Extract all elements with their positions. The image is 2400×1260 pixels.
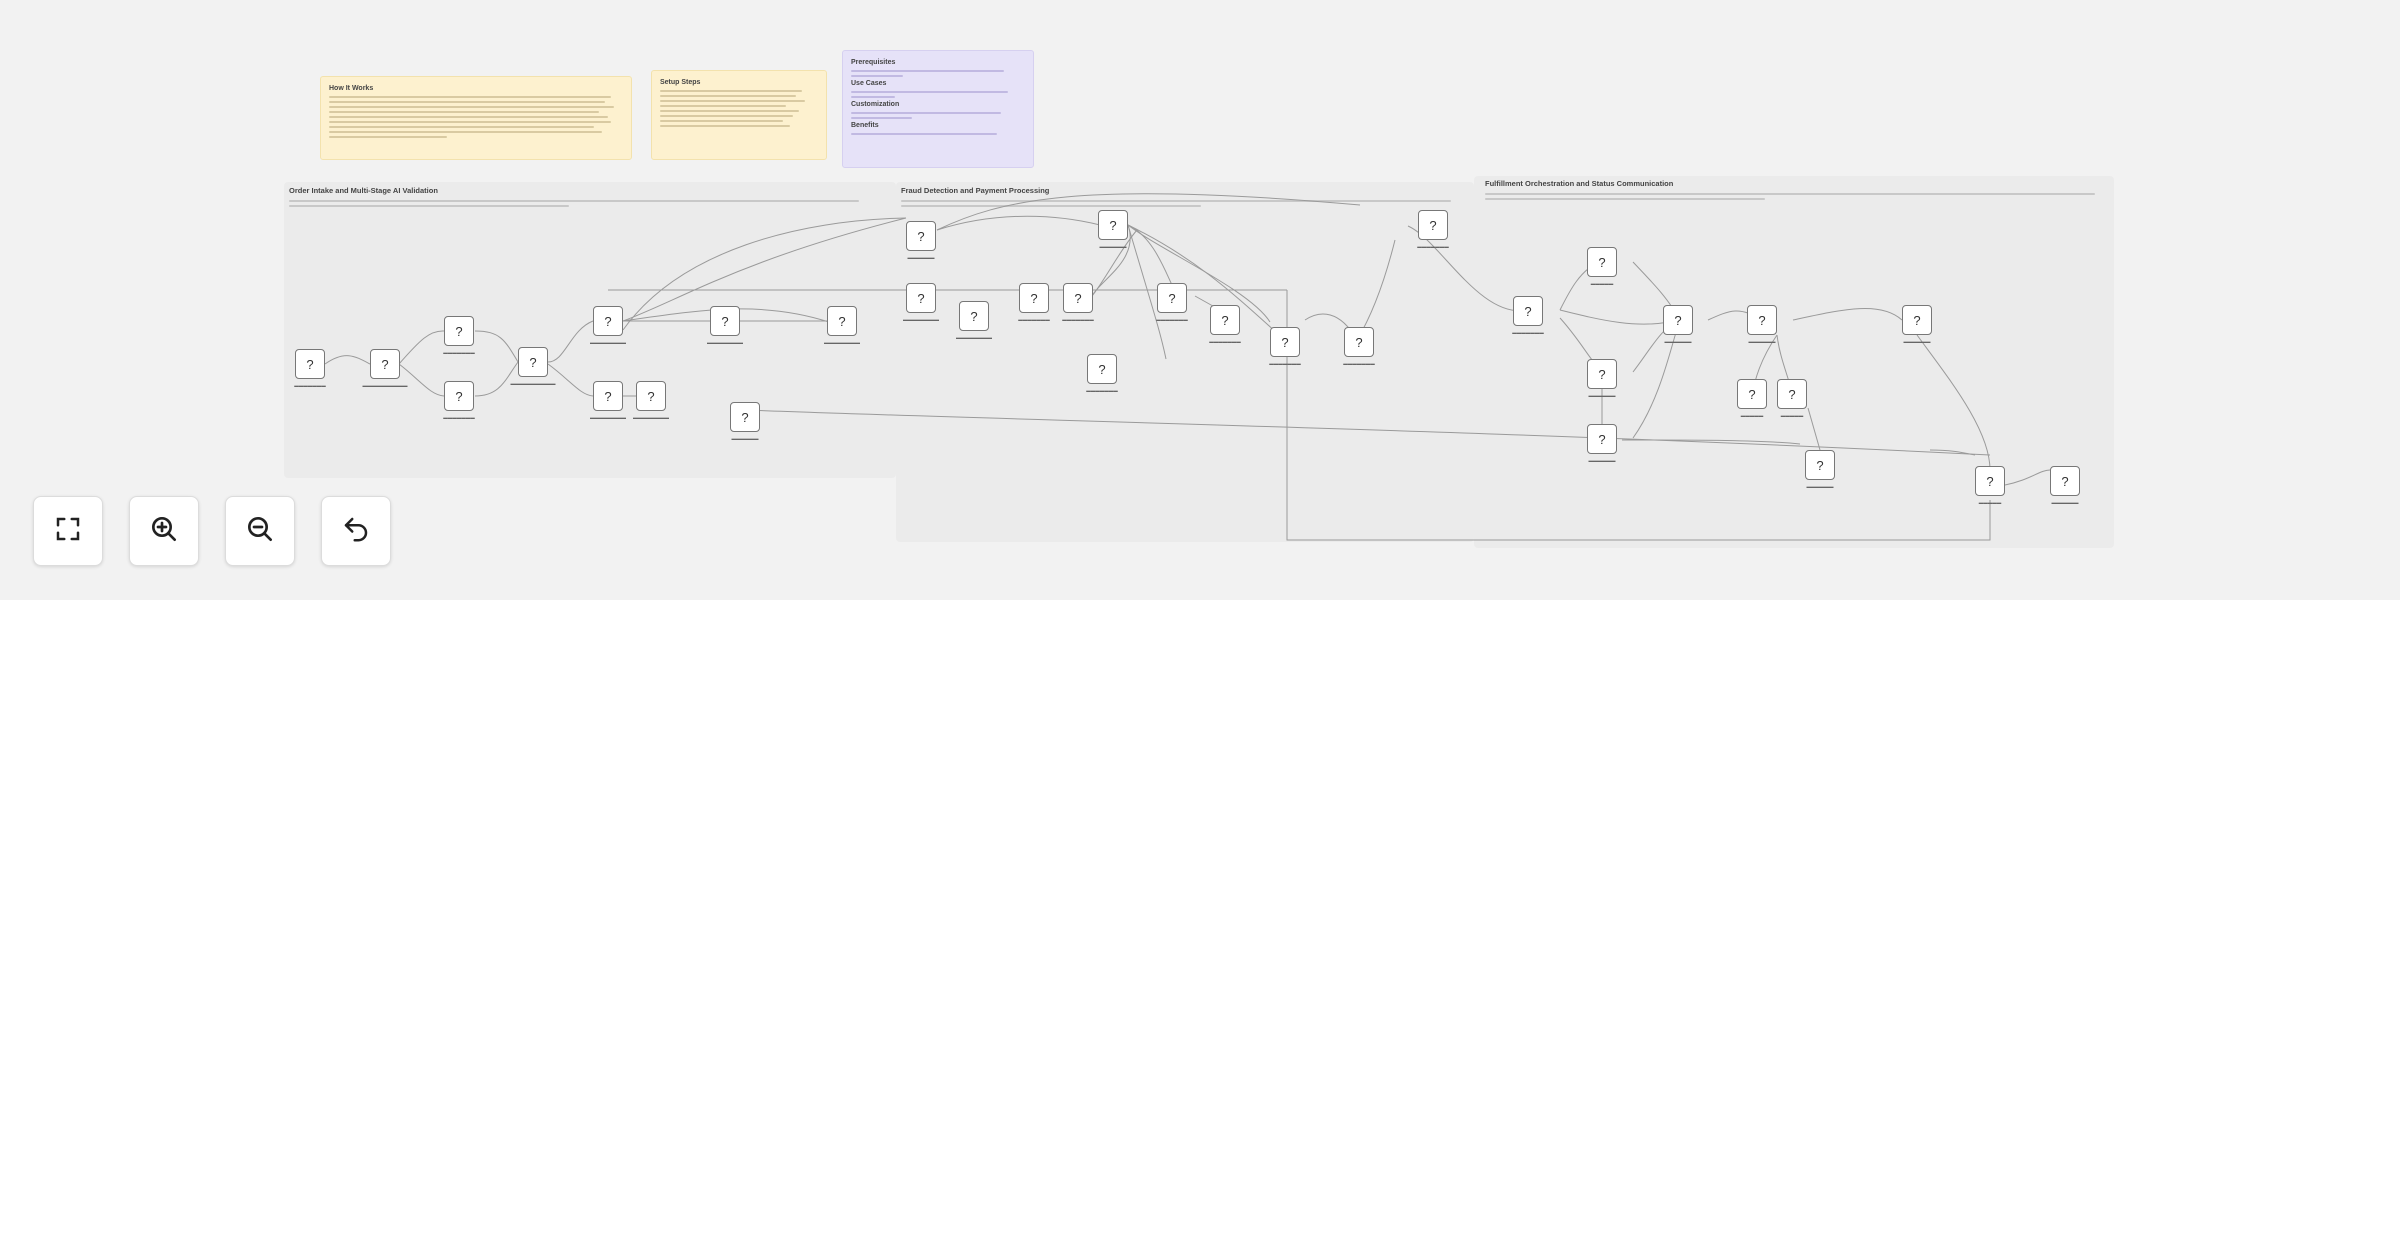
node-label: ▬▬▬▬▬▬▬ — [294, 383, 326, 388]
group-title: Fulfillment Orchestration and Status Com… — [1485, 179, 1674, 188]
group-fulfillment[interactable] — [1474, 176, 2114, 548]
node-label: ▬▬▬▬▬▬ — [731, 436, 759, 441]
node-label: ▬▬▬▬▬▬ — [1588, 393, 1616, 398]
workflow-node[interactable]: ? — [1019, 283, 1049, 313]
node-label: ▬▬▬▬▬▬ — [1664, 339, 1692, 344]
sticky-note-info[interactable]: Prerequisites Use Cases Customization Be… — [842, 50, 1034, 168]
sticky-section-title: Customization — [851, 101, 900, 108]
node-label: ▬▬▬▬▬▬▬▬ — [633, 415, 669, 420]
workflow-node[interactable]: ? — [1418, 210, 1448, 240]
node-label: ▬▬▬▬▬▬▬▬ — [590, 340, 626, 345]
workflow-node[interactable]: ? — [444, 316, 474, 346]
sticky-title: How It Works — [329, 85, 374, 92]
workflow-node[interactable]: ? — [906, 283, 936, 313]
workflow-node[interactable]: ? — [1663, 305, 1693, 335]
node-label: ▬▬▬▬▬ — [1590, 281, 1614, 286]
workflow-node[interactable]: ? — [1975, 466, 2005, 496]
node-label: ▬▬▬▬▬▬▬▬ — [956, 335, 992, 340]
workflow-node[interactable]: ? — [1270, 327, 1300, 357]
zoom-out-button[interactable] — [225, 496, 295, 566]
sticky-section-title: Prerequisites — [851, 59, 896, 66]
node-label: ▬▬▬▬▬▬▬ — [443, 350, 475, 355]
node-label: ▬▬▬▬▬▬▬ — [1343, 361, 1375, 366]
sticky-note-how-it-works[interactable]: How It Works — [320, 76, 632, 160]
workflow-node[interactable]: ? — [1737, 379, 1767, 409]
node-label: ▬▬▬▬▬▬▬ — [1417, 244, 1449, 249]
group-fraud-detection[interactable] — [896, 182, 1474, 542]
node-label: ▬▬▬▬▬▬ — [1748, 339, 1776, 344]
workflow-node[interactable]: ? — [1210, 305, 1240, 335]
node-label: ▬▬▬▬▬▬▬▬ — [824, 340, 860, 345]
workflow-node[interactable]: ? — [1098, 210, 1128, 240]
node-label: ▬▬▬▬▬ — [1780, 413, 1804, 418]
sticky-note-setup-steps[interactable]: Setup Steps — [651, 70, 827, 160]
undo-icon — [341, 514, 371, 549]
workflow-node[interactable]: ? — [593, 381, 623, 411]
group-title: Order Intake and Multi-Stage AI Validati… — [289, 186, 438, 195]
node-label: ▬▬▬▬▬▬▬▬ — [590, 415, 626, 420]
workflow-node[interactable]: ? — [295, 349, 325, 379]
node-label: ▬▬▬▬▬▬▬ — [1062, 317, 1094, 322]
sticky-title: Setup Steps — [660, 79, 701, 86]
sticky-section-title: Use Cases — [851, 80, 887, 87]
zoom-out-icon — [244, 513, 276, 550]
workflow-node[interactable]: ? — [906, 221, 936, 251]
node-label: ▬▬▬▬▬▬ — [1903, 339, 1931, 344]
node-label: ▬▬▬▬▬▬▬ — [1086, 388, 1118, 393]
workflow-node[interactable]: ? — [636, 381, 666, 411]
reset-zoom-button[interactable] — [321, 496, 391, 566]
workflow-node[interactable]: ? — [710, 306, 740, 336]
node-label: ▬▬▬▬▬ — [1740, 413, 1764, 418]
workflow-node[interactable]: ? — [1344, 327, 1374, 357]
workflow-node[interactable]: ? — [730, 402, 760, 432]
node-label: ▬▬▬▬▬▬ — [1806, 484, 1834, 489]
zoom-in-icon — [148, 513, 180, 550]
group-title: Fraud Detection and Payment Processing — [901, 186, 1050, 195]
workflow-node[interactable]: ? — [1805, 450, 1835, 480]
workflow-node[interactable]: ? — [2050, 466, 2080, 496]
node-label: ▬▬▬▬▬▬▬▬▬▬ — [362, 383, 408, 388]
workflow-node[interactable]: ? — [1747, 305, 1777, 335]
node-label: ▬▬▬▬▬▬▬ — [1512, 330, 1544, 335]
node-label: ▬▬▬▬▬▬▬ — [1018, 317, 1050, 322]
node-label: ▬▬▬▬▬▬ — [2051, 500, 2079, 505]
node-label: ▬▬▬▬▬▬ — [1588, 458, 1616, 463]
workflow-node[interactable]: ? — [1777, 379, 1807, 409]
node-label: ▬▬▬▬▬▬▬ — [1269, 361, 1301, 366]
node-label: ▬▬▬▬▬▬ — [1099, 244, 1127, 249]
node-label: ▬▬▬▬▬ — [1978, 500, 2002, 505]
workflow-node[interactable]: ? — [518, 347, 548, 377]
workflow-node[interactable]: ? — [1587, 247, 1617, 277]
sticky-section-title: Benefits — [851, 122, 879, 129]
workflow-node[interactable]: ? — [593, 306, 623, 336]
workflow-node[interactable]: ? — [444, 381, 474, 411]
workflow-node[interactable]: ? — [1087, 354, 1117, 384]
node-label: ▬▬▬▬▬▬▬▬ — [903, 317, 939, 322]
zoom-in-button[interactable] — [129, 496, 199, 566]
workflow-node[interactable]: ? — [1587, 424, 1617, 454]
node-label: ▬▬▬▬▬▬ — [907, 255, 935, 260]
fit-view-button[interactable] — [33, 496, 103, 566]
workflow-node[interactable]: ? — [1157, 283, 1187, 313]
workflow-node[interactable]: ? — [827, 306, 857, 336]
workflow-canvas[interactable]: How It Works Setup Steps Prerequisites U… — [0, 0, 2400, 600]
workflow-node[interactable]: ? — [1902, 305, 1932, 335]
workflow-node[interactable]: ? — [1587, 359, 1617, 389]
node-label: ▬▬▬▬▬▬▬▬▬▬ — [510, 381, 556, 386]
fit-view-icon — [53, 514, 83, 549]
workflow-node[interactable]: ? — [370, 349, 400, 379]
node-label: ▬▬▬▬▬▬▬ — [1156, 317, 1188, 322]
workflow-node[interactable]: ? — [1513, 296, 1543, 326]
node-label: ▬▬▬▬▬▬▬ — [1209, 339, 1241, 344]
node-label: ▬▬▬▬▬▬▬ — [443, 415, 475, 420]
workflow-node[interactable]: ? — [1063, 283, 1093, 313]
workflow-node[interactable]: ? — [959, 301, 989, 331]
node-label: ▬▬▬▬▬▬▬▬ — [707, 340, 743, 345]
